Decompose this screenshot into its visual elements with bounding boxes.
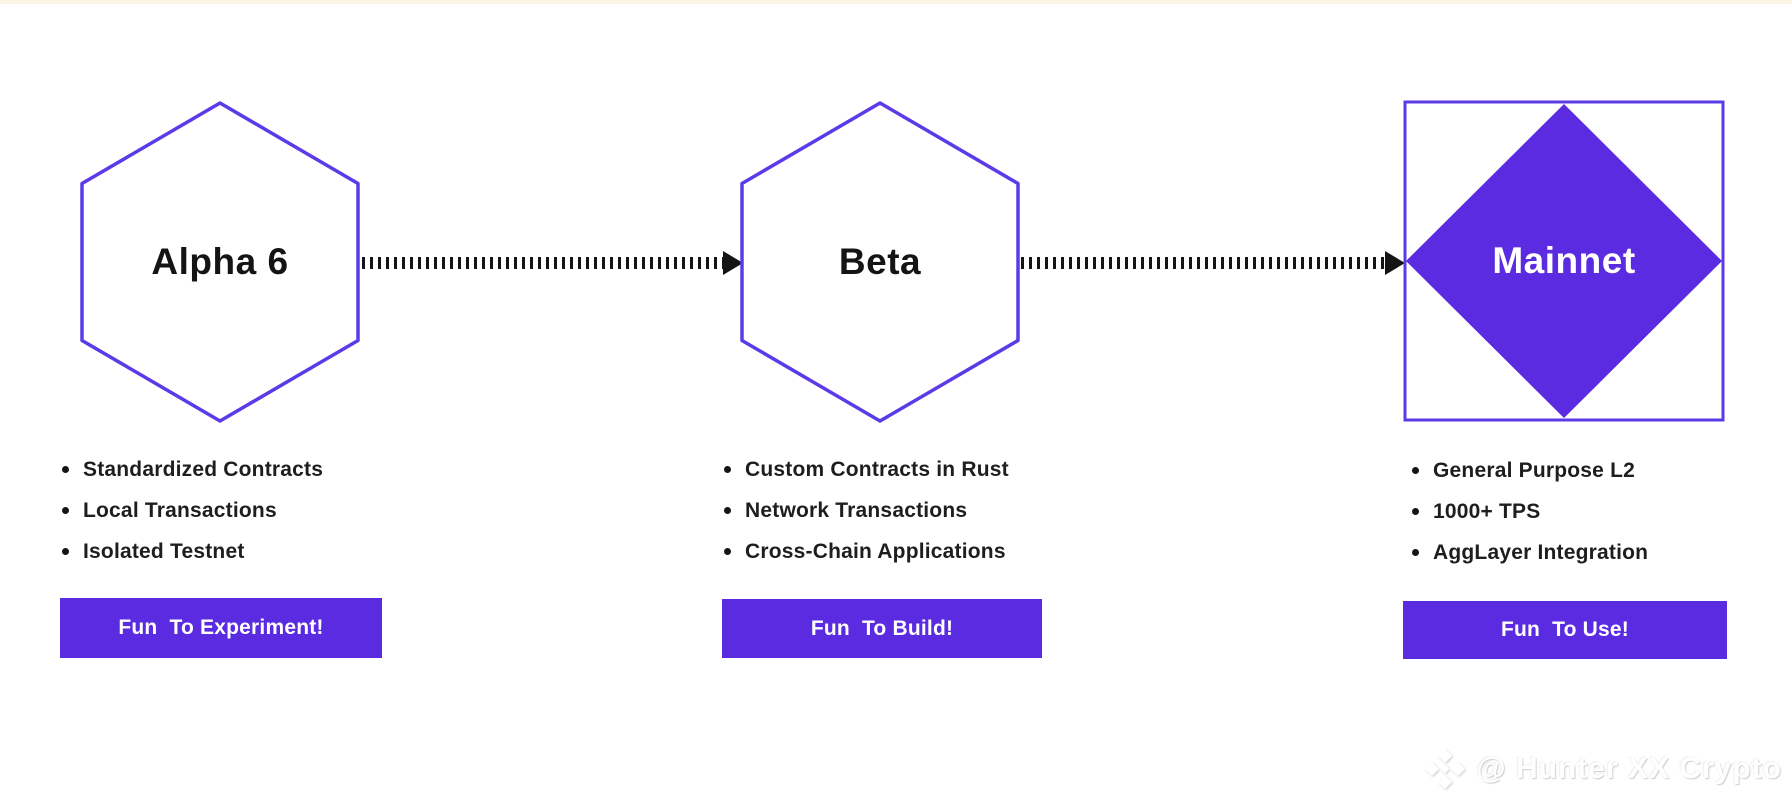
watermark-text: @ Hunter XX Crypto <box>1476 752 1782 785</box>
feature-item: General Purpose L2 <box>1412 450 1648 491</box>
stage-shape-mainnet: Mainnet <box>1403 100 1725 422</box>
stage-title: Alpha 6 <box>151 241 289 282</box>
dotted-line <box>362 257 723 269</box>
feature-item: Custom Contracts in Rust <box>724 449 1009 490</box>
dotted-arrow-alpha-to-beta <box>362 251 743 275</box>
feature-item: Local Transactions <box>62 490 323 531</box>
dotted-line <box>1021 257 1385 269</box>
fun-to-experiment-button[interactable]: Fun To Experiment! <box>60 598 382 658</box>
feature-list-beta: Custom Contracts in Rust Network Transac… <box>724 449 1009 572</box>
faceted-diamond-icon <box>1425 749 1466 789</box>
top-border-strip <box>0 0 1792 4</box>
hexagon-outline-icon <box>80 101 360 423</box>
stage-title: Beta <box>838 241 922 282</box>
feature-list-mainnet: General Purpose L2 1000+ TPS AggLayer In… <box>1412 450 1648 573</box>
stage-shape-beta: Beta <box>739 100 1021 424</box>
feature-item: Cross-Chain Applications <box>724 531 1009 572</box>
feature-item: 1000+ TPS <box>1412 491 1648 532</box>
fun-to-use-button[interactable]: Fun To Use! <box>1403 601 1727 659</box>
feature-item: Network Transactions <box>724 490 1009 531</box>
arrowhead-right-icon <box>723 251 743 275</box>
feature-item: Isolated Testnet <box>62 531 323 572</box>
arrowhead-right-icon <box>1385 251 1405 275</box>
feature-item: Standardized Contracts <box>62 449 323 490</box>
button-label: Fun To Use! <box>1500 618 1629 641</box>
stage-shape-alpha6: Alpha 6 <box>79 100 361 424</box>
feature-list-alpha6: Standardized Contracts Local Transaction… <box>62 449 323 572</box>
fun-to-build-button[interactable]: Fun To Build! <box>722 599 1042 658</box>
watermark: @ Hunter XX Crypto <box>1424 748 1782 790</box>
hexagon-outline-icon <box>740 101 1020 423</box>
button-label: Fun To Experiment! <box>118 616 324 639</box>
dotted-arrow-beta-to-mainnet <box>1021 251 1405 275</box>
feature-item: AggLayer Integration <box>1412 532 1648 573</box>
button-label: Fun To Build! <box>810 616 954 640</box>
diamond-in-square-icon <box>1403 100 1725 422</box>
stage-title: Mainnet <box>1492 240 1636 281</box>
